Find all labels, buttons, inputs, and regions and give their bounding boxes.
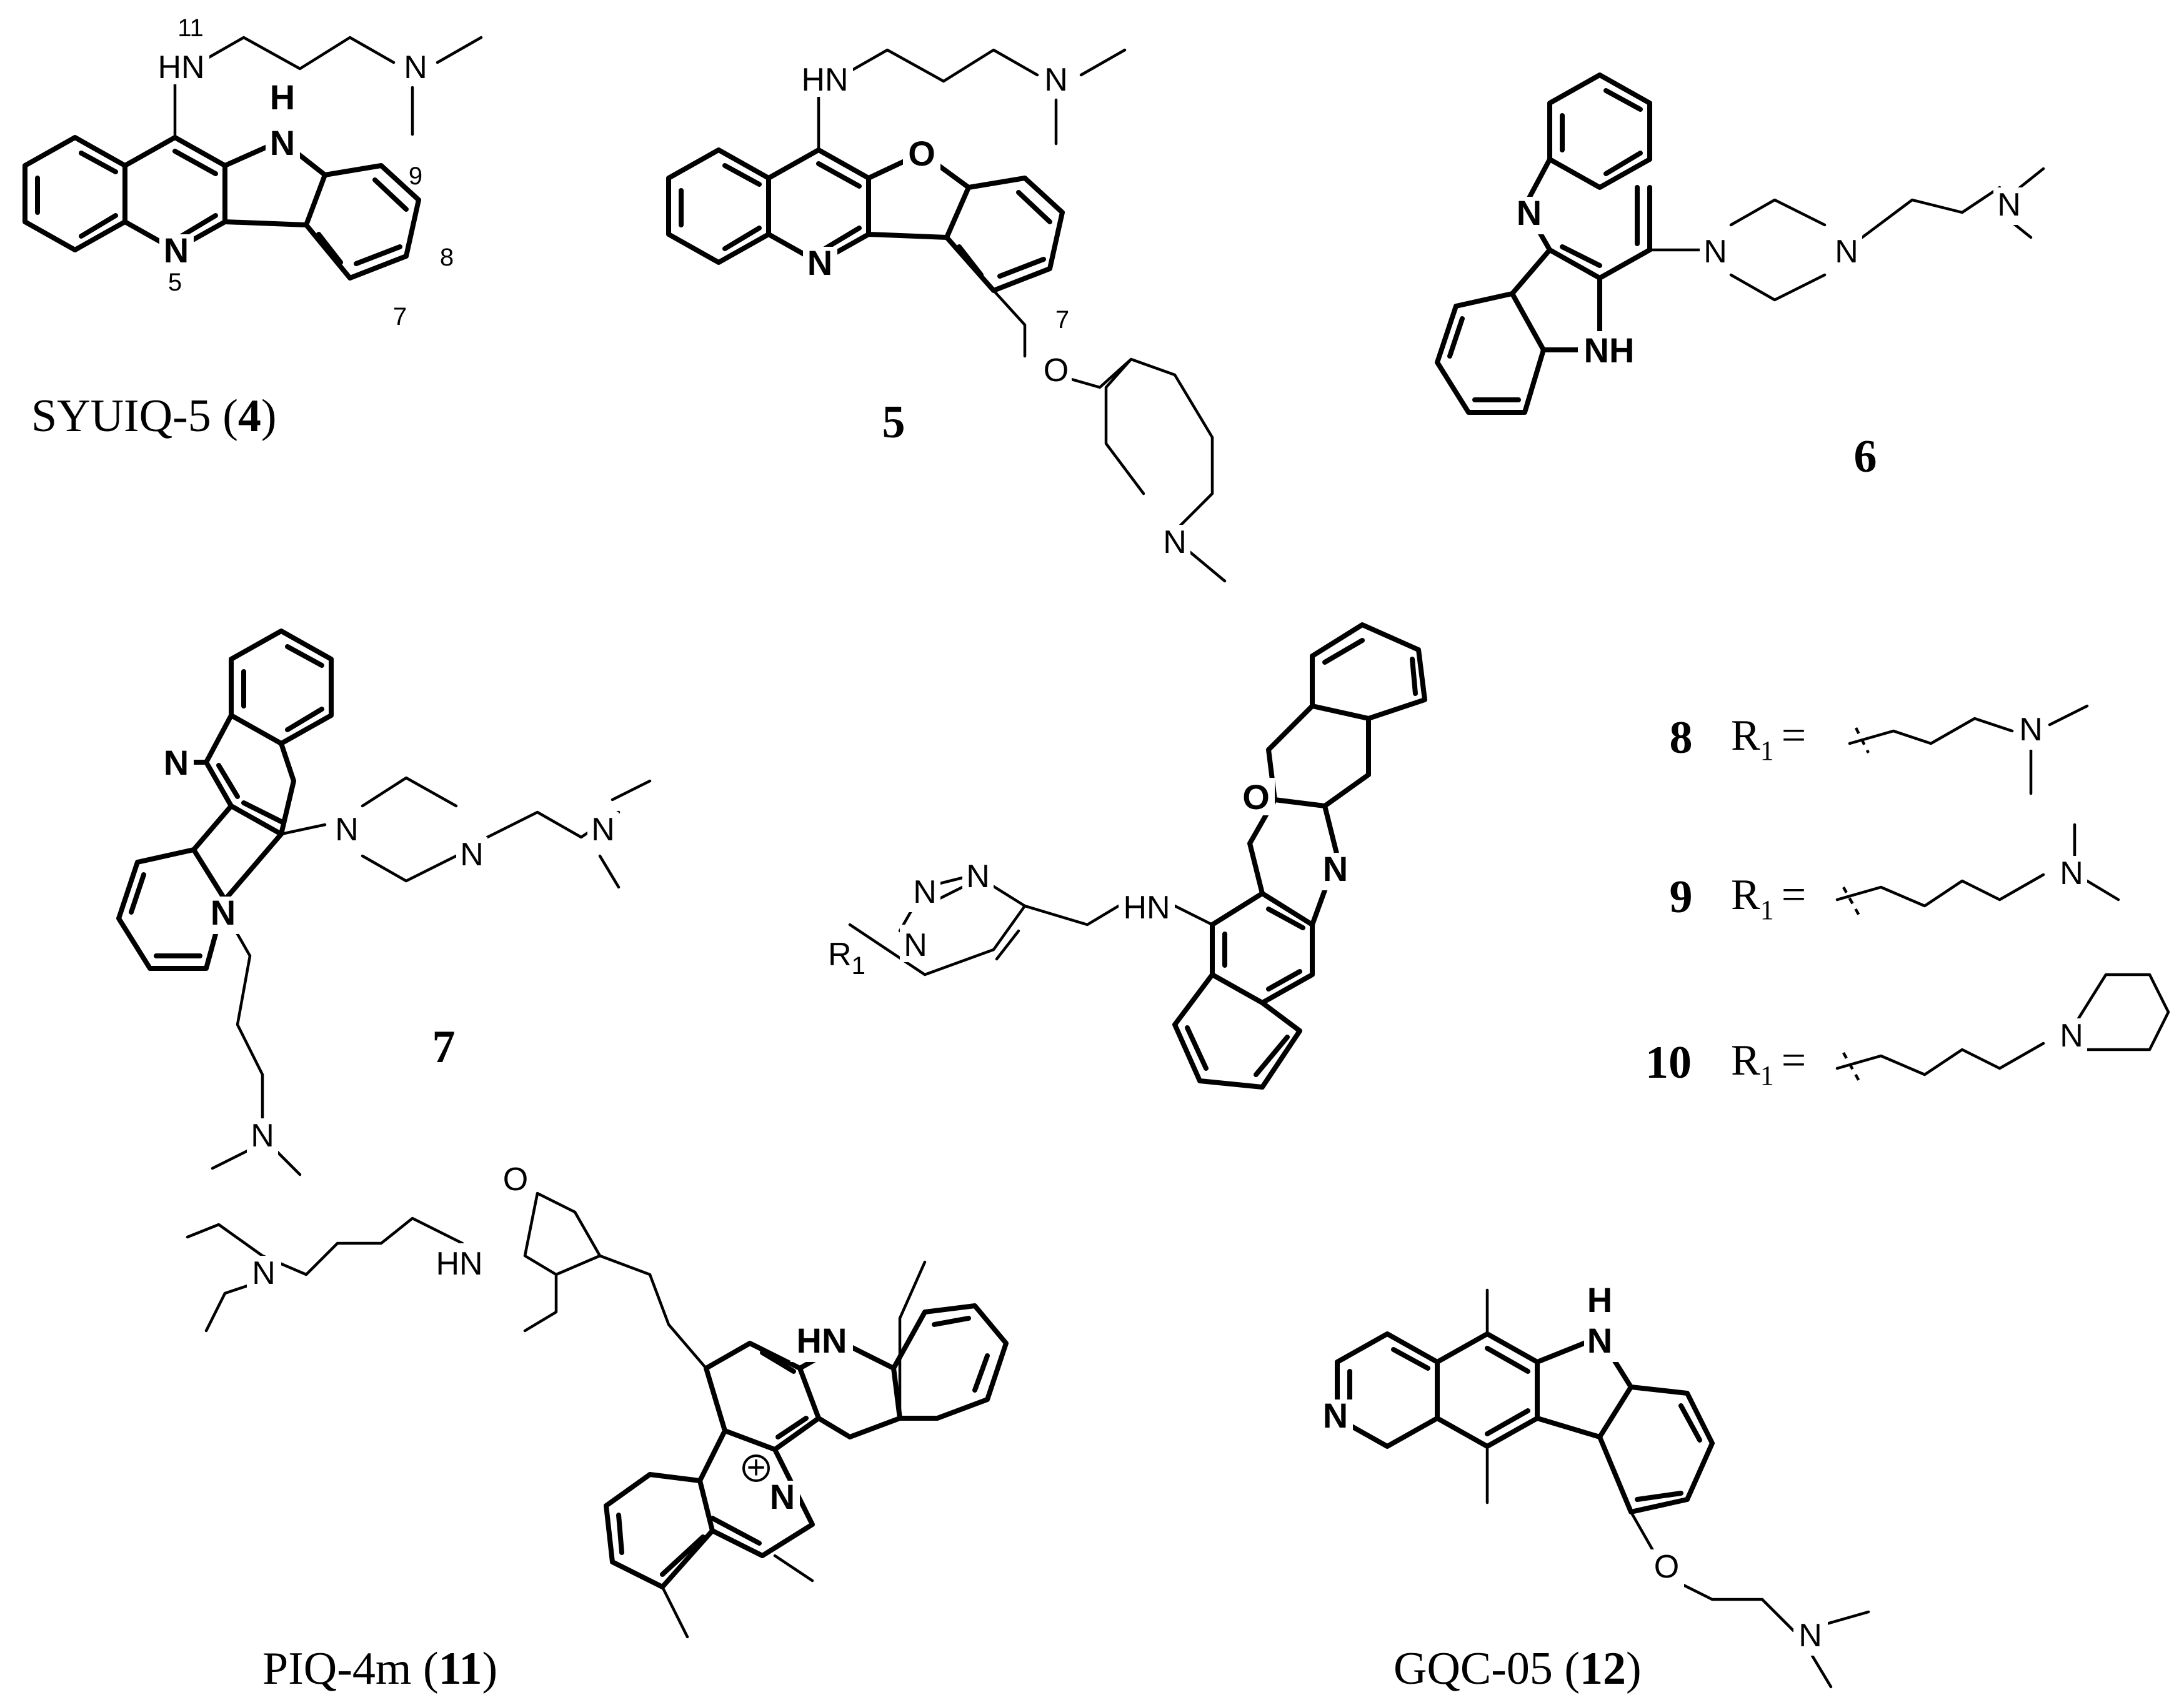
c5-locant-7: 7 <box>1055 306 1069 334</box>
r-group-10: 10 R1= N <box>1645 973 2170 1091</box>
r9-n-label: N <box>2060 855 2083 892</box>
c5-number: 5 <box>882 397 905 448</box>
triazole-hn-label: HN <box>1123 890 1170 926</box>
c12-o-label: O <box>1654 1549 1679 1585</box>
compound-5-structure: HN N O N O N 7 5 <box>666 48 1227 583</box>
c5-hn-label: HN <box>801 62 848 98</box>
c7-indole-n-label: N <box>211 893 236 932</box>
c11-hn-indole-label: HN <box>797 1321 847 1360</box>
c6-pip-n2-label: N <box>1835 234 1858 270</box>
c12-nh-n-label: N <box>1587 1321 1612 1360</box>
compound-4-structure: HN N H N N 11 5 7 8 9 SYUIQ-5 (4) <box>22 14 483 442</box>
compound-12-labels: H N N O N <box>1319 1280 1828 1656</box>
r8-number: 8 <box>1670 712 1693 763</box>
triazole-n3-label: N <box>966 858 990 895</box>
r10-n-label: N <box>2060 1018 2083 1054</box>
c11-n-plus-label: N <box>770 1477 795 1516</box>
c4-name: SYUIQ-5 <box>31 390 211 442</box>
c4-n-amine-label: N <box>404 49 427 86</box>
c6-ring-n-label: N <box>1517 193 1542 232</box>
c5-ether-o-label: O <box>1044 352 1069 389</box>
triazole-n2-label: N <box>913 874 937 910</box>
compound-11-labels: O HN N HN N + <box>247 1161 853 1518</box>
r8-n-label: N <box>2019 712 2043 748</box>
compound-7-labels: N N N N N N <box>159 743 619 1156</box>
c4-hn-label: HN <box>157 49 204 86</box>
c11-caption: PIQ-4m (11) <box>262 1643 497 1694</box>
c5-n-amine-label: N <box>1044 62 1068 98</box>
c4-number: 4 <box>238 390 261 442</box>
r9-label: R1= <box>1731 871 1806 925</box>
triazole-scaffold-structure: R1 N N N HN O N <box>828 622 1427 1090</box>
c4-locant-7: 7 <box>393 303 407 331</box>
triazole-r1-label: R1 <box>828 937 865 980</box>
r-group-9: 9 R1= N <box>1670 823 2120 925</box>
c7-amine1-n-label: N <box>591 812 615 848</box>
c5-ring-n-label: N <box>807 243 832 282</box>
c4-locant-9: 9 <box>409 162 422 190</box>
c12-caption: GQC-05 (12) <box>1394 1643 1642 1694</box>
c12-amine-n-label: N <box>1798 1618 1822 1654</box>
c4-ring-h-label: H <box>270 77 295 117</box>
r-group-8: 8 R1= N <box>1670 704 2089 795</box>
triazole-scaffold-labels: R1 N N N HN O N <box>828 777 1353 980</box>
c12-name: GQC-05 <box>1394 1643 1553 1694</box>
c4-pyridine-n-label: N <box>164 231 189 270</box>
r8-label: R1= <box>1731 712 1806 766</box>
c4-locant-11: 11 <box>177 14 204 42</box>
c6-number: 6 <box>1854 431 1877 482</box>
r9-number: 9 <box>1670 872 1693 923</box>
c6-pip-n1-label: N <box>1703 234 1727 270</box>
c5-piperidine-n-label: N <box>1163 524 1187 560</box>
triazole-o-label: O <box>1242 777 1270 817</box>
c7-pip-n1-label: N <box>335 812 359 848</box>
c4-locant-5: 5 <box>168 269 182 296</box>
c4-ring-n-label: N <box>270 123 295 162</box>
c6-nh-label: NH <box>1584 331 1635 370</box>
c11-name: PIQ-4m <box>262 1643 411 1694</box>
triazole-ring-n-label: N <box>1323 849 1348 888</box>
compound-6-structure: N NH N N N 6 <box>1435 72 2045 482</box>
compound-12-structure: H N N O N GQC-05 (12) <box>1319 1280 1870 1694</box>
c7-number: 7 <box>432 1022 456 1073</box>
c5-furan-o-label: O <box>908 134 935 173</box>
c4-locant-8: 8 <box>440 244 454 271</box>
c11-plus-charge: + <box>747 1449 765 1486</box>
c11-o-label: O <box>503 1161 528 1198</box>
compound-7-structure: N N N N N N 7 <box>116 629 652 1176</box>
c4-caption: SYUIQ-5 (4) <box>31 390 277 442</box>
c11-n-amine-label: N <box>252 1255 276 1291</box>
c6-amine-n-label: N <box>1997 187 2021 223</box>
compound-5-labels: HN N O N O N 7 <box>797 59 1190 562</box>
c11-hn-amide-label: HN <box>436 1246 482 1282</box>
compound-6-labels: N NH N N N <box>1512 187 2025 370</box>
c12-number: 12 <box>1580 1643 1626 1694</box>
c7-pip-n2-label: N <box>460 837 484 873</box>
r10-number: 10 <box>1645 1037 1692 1088</box>
c7-ring-n-label: N <box>164 743 189 782</box>
compound-4-labels: HN N H N N 11 5 7 8 9 <box>153 14 454 331</box>
triazole-n1-label: N <box>904 927 927 963</box>
c7-amine2-n-label: N <box>251 1118 274 1154</box>
compound-11-structure: O HN N HN N + PIQ-4m (11) <box>186 1161 1009 1694</box>
c11-number: 11 <box>439 1643 482 1694</box>
r10-label: R1= <box>1731 1036 1806 1091</box>
c12-nh-h-label: H <box>1587 1280 1612 1320</box>
c12-pyridine-n-label: N <box>1323 1396 1348 1435</box>
